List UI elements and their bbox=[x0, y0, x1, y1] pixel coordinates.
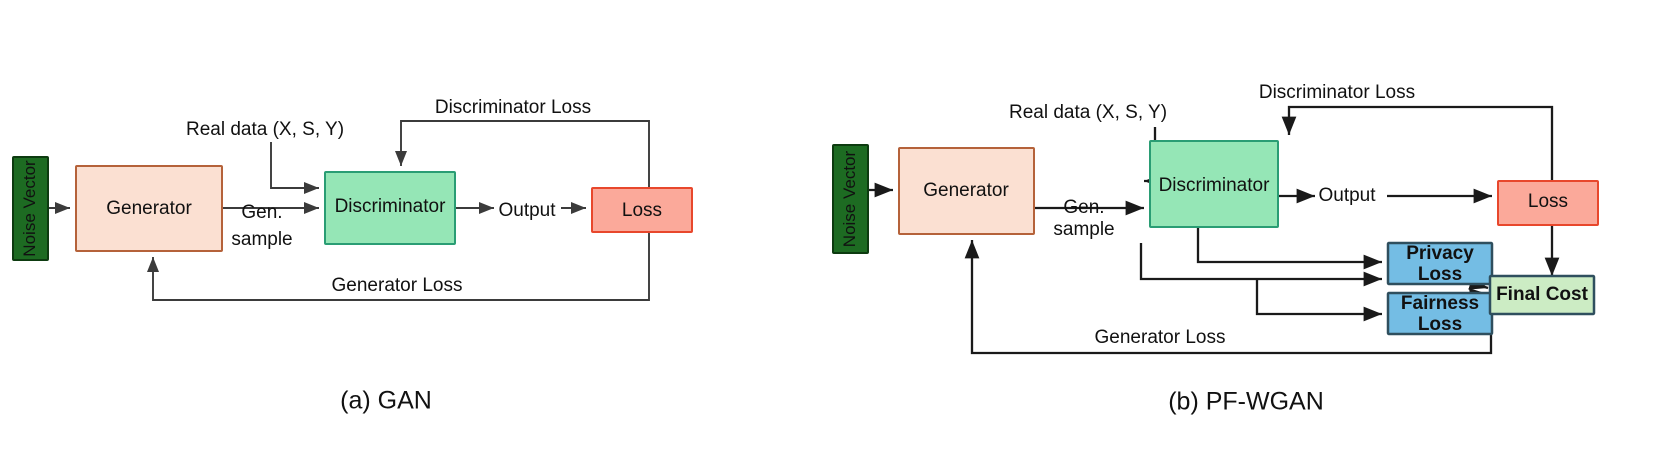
discriminator-box[interactable] bbox=[1149, 140, 1279, 228]
discriminator-box[interactable] bbox=[324, 171, 456, 245]
final-cost-box[interactable] bbox=[1488, 274, 1596, 316]
loss-label: Loss bbox=[1528, 191, 1568, 212]
node-privacy-loss-b[interactable]: Privacy Loss bbox=[1386, 241, 1494, 286]
node-loss-b[interactable]: Loss bbox=[1497, 180, 1599, 226]
node-discriminator-a[interactable]: Discriminator bbox=[324, 171, 456, 245]
diagram-a-edges bbox=[48, 120, 650, 301]
loss-box[interactable] bbox=[1497, 180, 1599, 226]
discriminator-label: Discriminator bbox=[1159, 175, 1271, 196]
noise-vector-label: Noise Vector bbox=[840, 150, 859, 247]
node-generator-a[interactable]: Generator bbox=[75, 165, 223, 252]
privacy-loss-label-line2: Loss bbox=[1418, 264, 1462, 285]
caption-b: (b) PF-WGAN bbox=[1168, 388, 1324, 416]
gen-sample-label-line1-a: Gen. bbox=[241, 202, 282, 223]
noise-vector-label: Noise Vector bbox=[20, 160, 39, 257]
node-loss-a[interactable]: Loss bbox=[591, 187, 693, 233]
loss-box[interactable] bbox=[591, 187, 693, 233]
discriminator-loss-label-b: Discriminator Loss bbox=[1259, 82, 1415, 103]
edge-branch-to-fairness-b bbox=[1255, 279, 1382, 322]
generator-label: Generator bbox=[106, 198, 192, 219]
generator-loss-label-b: Generator Loss bbox=[1095, 327, 1226, 348]
privacy-loss-box[interactable] bbox=[1386, 241, 1494, 286]
fairness-loss-label-line2: Loss bbox=[1418, 314, 1462, 335]
real-data-label-a: Real data (X, S, Y) bbox=[186, 119, 344, 140]
privacy-loss-label-line1: Privacy bbox=[1406, 243, 1474, 264]
generator-loss-label-a: Generator Loss bbox=[332, 275, 463, 296]
noise-vector-box[interactable] bbox=[832, 144, 869, 254]
diagram-b-edge-labels: Real data (X, S, Y) Discriminator Loss G… bbox=[1009, 82, 1415, 348]
edge-generator-loss bbox=[146, 232, 650, 301]
node-noise-vector-b[interactable]: Noise Vector bbox=[832, 144, 869, 254]
node-discriminator-b[interactable]: Discriminator bbox=[1149, 140, 1279, 228]
generator-box[interactable] bbox=[898, 147, 1035, 235]
final-cost-label: Final Cost bbox=[1496, 284, 1589, 305]
output-label-b: Output bbox=[1318, 185, 1376, 206]
generator-label: Generator bbox=[923, 180, 1009, 201]
gen-sample-label-line2-a: sample bbox=[231, 229, 292, 250]
node-generator-b[interactable]: Generator bbox=[898, 147, 1035, 235]
node-fairness-loss-b[interactable]: Fairness Loss bbox=[1386, 291, 1494, 336]
caption-a: (a) GAN bbox=[340, 387, 432, 415]
diagram-b-nodes: Noise Vector Generator Discriminator Los… bbox=[832, 140, 1599, 336]
diagram-a-nodes: Noise Vector Generator Discriminator Los… bbox=[12, 156, 693, 261]
edge-gensample-branch-to-privacy-b bbox=[1139, 243, 1382, 287]
node-noise-vector-a[interactable]: Noise Vector bbox=[12, 156, 49, 261]
diagram-a-edge-labels: Real data (X, S, Y) Discriminator Loss G… bbox=[186, 97, 591, 296]
edge-discriminator-loss bbox=[394, 120, 650, 188]
discriminator-label: Discriminator bbox=[335, 196, 447, 217]
node-final-cost-b[interactable]: Final Cost bbox=[1488, 274, 1596, 316]
real-data-label-b: Real data (X, S, Y) bbox=[1009, 102, 1167, 123]
gen-sample-label-line1-b: Gen. bbox=[1063, 197, 1104, 218]
generator-box[interactable] bbox=[75, 165, 223, 252]
output-label-a: Output bbox=[498, 200, 556, 221]
figure-captions: (a) GAN (b) PF-WGAN bbox=[340, 387, 1324, 416]
loss-label: Loss bbox=[622, 200, 662, 221]
discriminator-loss-label-a: Discriminator Loss bbox=[435, 97, 591, 118]
edge-discriminator-loss-b bbox=[1281, 105, 1554, 181]
gen-sample-label-line2-b: sample bbox=[1053, 219, 1114, 240]
edge-realdata-to-discriminator bbox=[270, 142, 319, 195]
noise-vector-box[interactable] bbox=[12, 156, 49, 261]
fairness-loss-label-line1: Fairness bbox=[1401, 293, 1479, 314]
